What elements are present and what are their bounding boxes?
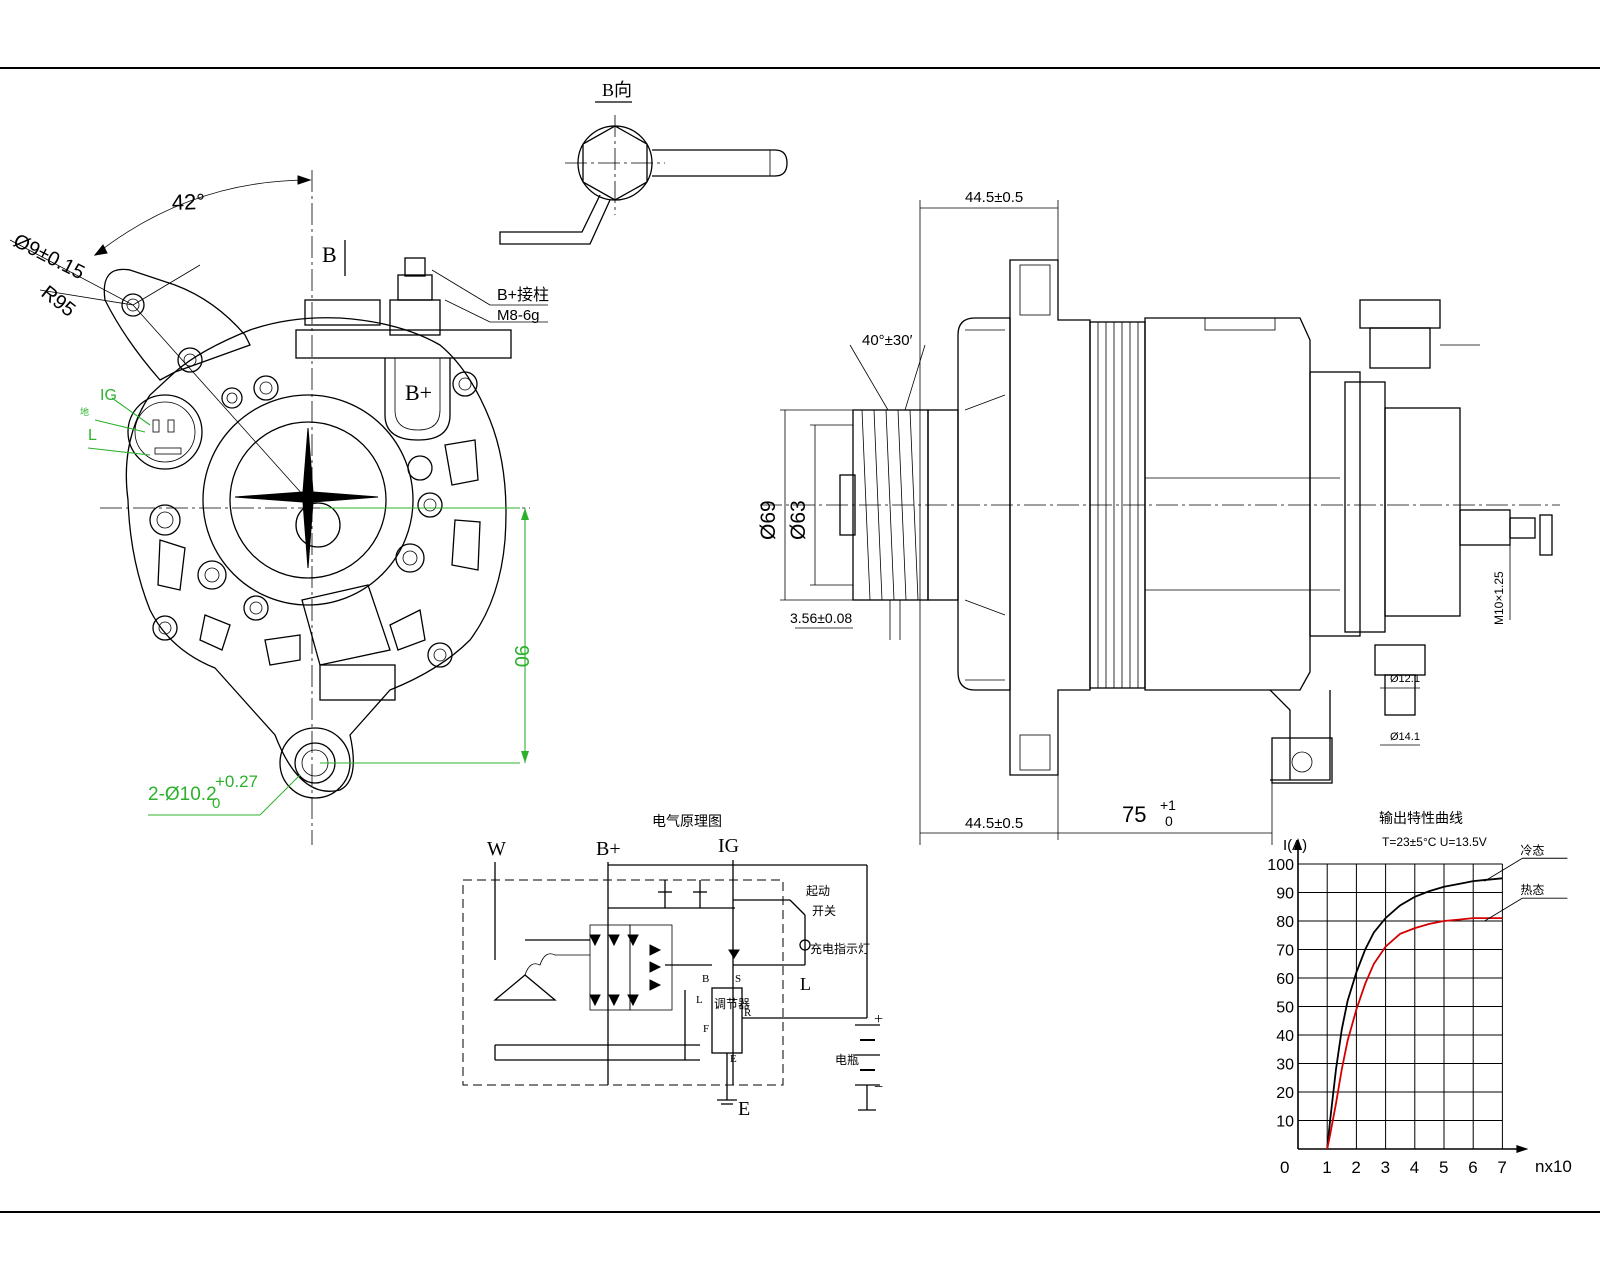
schematic-label-w: W: [487, 838, 506, 860]
ground-label-e: E: [738, 1098, 750, 1120]
battery-plus: +: [874, 1011, 883, 1028]
x-tick-label: 5: [1439, 1158, 1448, 1177]
label-l-terminal: L: [88, 427, 97, 444]
dim-groove-width: 3.56±0.08: [790, 610, 852, 626]
chart-y-label: I(A): [1283, 837, 1307, 854]
dim-diameter-63: Ø63: [787, 500, 810, 540]
label-small-terminal: 地: [80, 406, 89, 417]
dim-mount-hole: 2-Ø10.2: [148, 784, 217, 805]
dim-top-44-5: 44.5±0.5: [965, 189, 1023, 206]
label-start-switch-1: 起动: [806, 884, 830, 898]
y-axis-arrow: [1294, 838, 1302, 850]
side-view: [760, 200, 1560, 845]
series-line: [1326, 877, 1503, 1150]
label-ig-terminal: IG: [100, 387, 117, 404]
chart-x-label: nx10: [1535, 1157, 1572, 1176]
label-thread-m8: M8-6g: [497, 307, 540, 324]
view-b-arrow-label: B: [322, 242, 337, 267]
y-tick-label: 20: [1276, 1085, 1294, 1102]
view-b-title: B向: [602, 80, 632, 100]
schematic-label-ig: IG: [718, 835, 739, 857]
label-battery: 电瓶: [835, 1053, 859, 1067]
dim-angle-42: 42°: [171, 189, 205, 215]
chart-subtitle: T=23±5°C U=13.5V: [1382, 835, 1487, 849]
dim-75-tol-upper: +1: [1160, 797, 1176, 813]
label-start-switch-2: 开关: [812, 904, 836, 918]
label-bplus-terminal: B+: [405, 380, 432, 405]
x-tick-label: 2: [1351, 1158, 1360, 1177]
dim-groove-angle: 40°±30′: [862, 332, 913, 349]
regulator-pin-f: F: [703, 1023, 709, 1035]
y-tick-label: 40: [1276, 1028, 1294, 1045]
x-tick-label: 0: [1280, 1158, 1289, 1177]
regulator-pin-e: E: [730, 1053, 737, 1065]
regulator-pin-r: R: [744, 1007, 752, 1019]
dim-75: 75: [1122, 802, 1146, 827]
series-line: [1326, 917, 1503, 1150]
series-legend-label: 热态: [1520, 883, 1544, 897]
dim-hole-diameter: Ø9±0.15: [10, 230, 88, 284]
regulator-pin-l: L: [696, 994, 703, 1006]
regulator-pin-b: B: [702, 973, 709, 985]
y-tick-label: 10: [1276, 1114, 1294, 1131]
dim-thread-m10: M10×1.25: [1492, 571, 1506, 625]
dim-diameter-14-1: Ø14.1: [1390, 731, 1420, 743]
label-bplus-bolt: B+接柱: [497, 286, 549, 304]
x-tick-label: 6: [1468, 1158, 1477, 1177]
y-tick-label: 50: [1276, 1000, 1294, 1017]
x-tick-label: 7: [1497, 1158, 1506, 1177]
regulator-pin-s: S: [735, 973, 741, 985]
y-tick-label: 90: [1276, 886, 1294, 903]
schematic-label-l: L: [800, 974, 811, 994]
front-view: [9, 170, 548, 845]
x-tick-label: 1: [1322, 1158, 1331, 1177]
x-tick-label: 3: [1381, 1158, 1390, 1177]
dim-bottom-44-5: 44.5±0.5: [965, 815, 1023, 832]
y-tick-label: 70: [1276, 943, 1294, 960]
y-tick-label: 30: [1276, 1057, 1294, 1074]
series-leader: [1484, 897, 1523, 922]
series-legend-label: 冷态: [1520, 843, 1544, 857]
dim-mount-tol-lower: 0: [212, 795, 220, 812]
label-regulator: 调节器: [714, 997, 750, 1011]
schematic-label-bplus: B+: [596, 838, 621, 860]
view-b: [499, 101, 788, 245]
y-tick-label: 100: [1267, 857, 1294, 874]
x-tick-label: 4: [1410, 1158, 1419, 1177]
schematic: [462, 860, 880, 1111]
dim-height-90: 90: [510, 645, 532, 667]
chart-title: 输出特性曲线: [1379, 810, 1463, 826]
series-leader: [1484, 857, 1523, 882]
battery-minus: −: [874, 1079, 883, 1096]
y-tick-label: 60: [1276, 971, 1294, 988]
dim-diameter-12-1: Ø12.1: [1390, 673, 1420, 685]
label-charge-lamp: 充电指示灯: [810, 941, 870, 956]
dim-mount-tol-upper: +0.27: [215, 772, 258, 791]
schematic-title: 电气原理图: [652, 813, 722, 829]
y-tick-label: 80: [1276, 914, 1294, 931]
dim-75-tol-lower: 0: [1165, 813, 1173, 829]
x-axis-arrow: [1516, 1145, 1529, 1153]
dim-diameter-69: Ø69: [757, 500, 780, 540]
dim-radius-95: R95: [37, 282, 79, 322]
